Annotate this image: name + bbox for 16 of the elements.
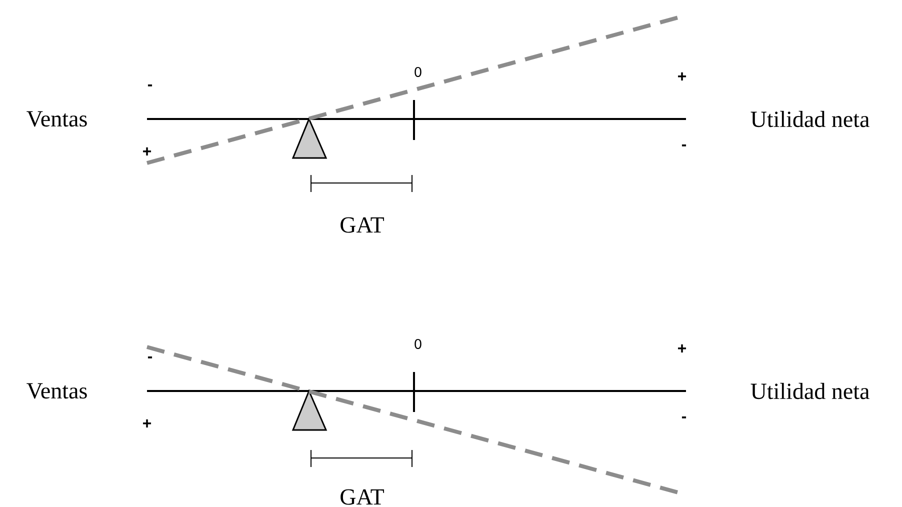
sign-label: + bbox=[143, 419, 152, 428]
axis-label: Utilidad neta bbox=[750, 382, 870, 400]
sign-label: + bbox=[678, 344, 686, 352]
sign-label: - bbox=[148, 356, 152, 358]
axis-label: Utilidad neta bbox=[750, 110, 870, 128]
axis-label: Ventas bbox=[26, 383, 87, 399]
dimension-label: GAT bbox=[340, 217, 384, 233]
sign-label: - bbox=[148, 84, 152, 86]
zero-label: 0 bbox=[414, 339, 422, 349]
zero-label: 0 bbox=[414, 67, 422, 77]
dimension-label: GAT bbox=[340, 489, 384, 505]
axis-label: Ventas bbox=[26, 111, 87, 127]
sign-label: - bbox=[682, 416, 686, 418]
sign-label: + bbox=[143, 147, 152, 156]
sign-label: - bbox=[682, 144, 686, 146]
sign-label: + bbox=[678, 72, 686, 80]
